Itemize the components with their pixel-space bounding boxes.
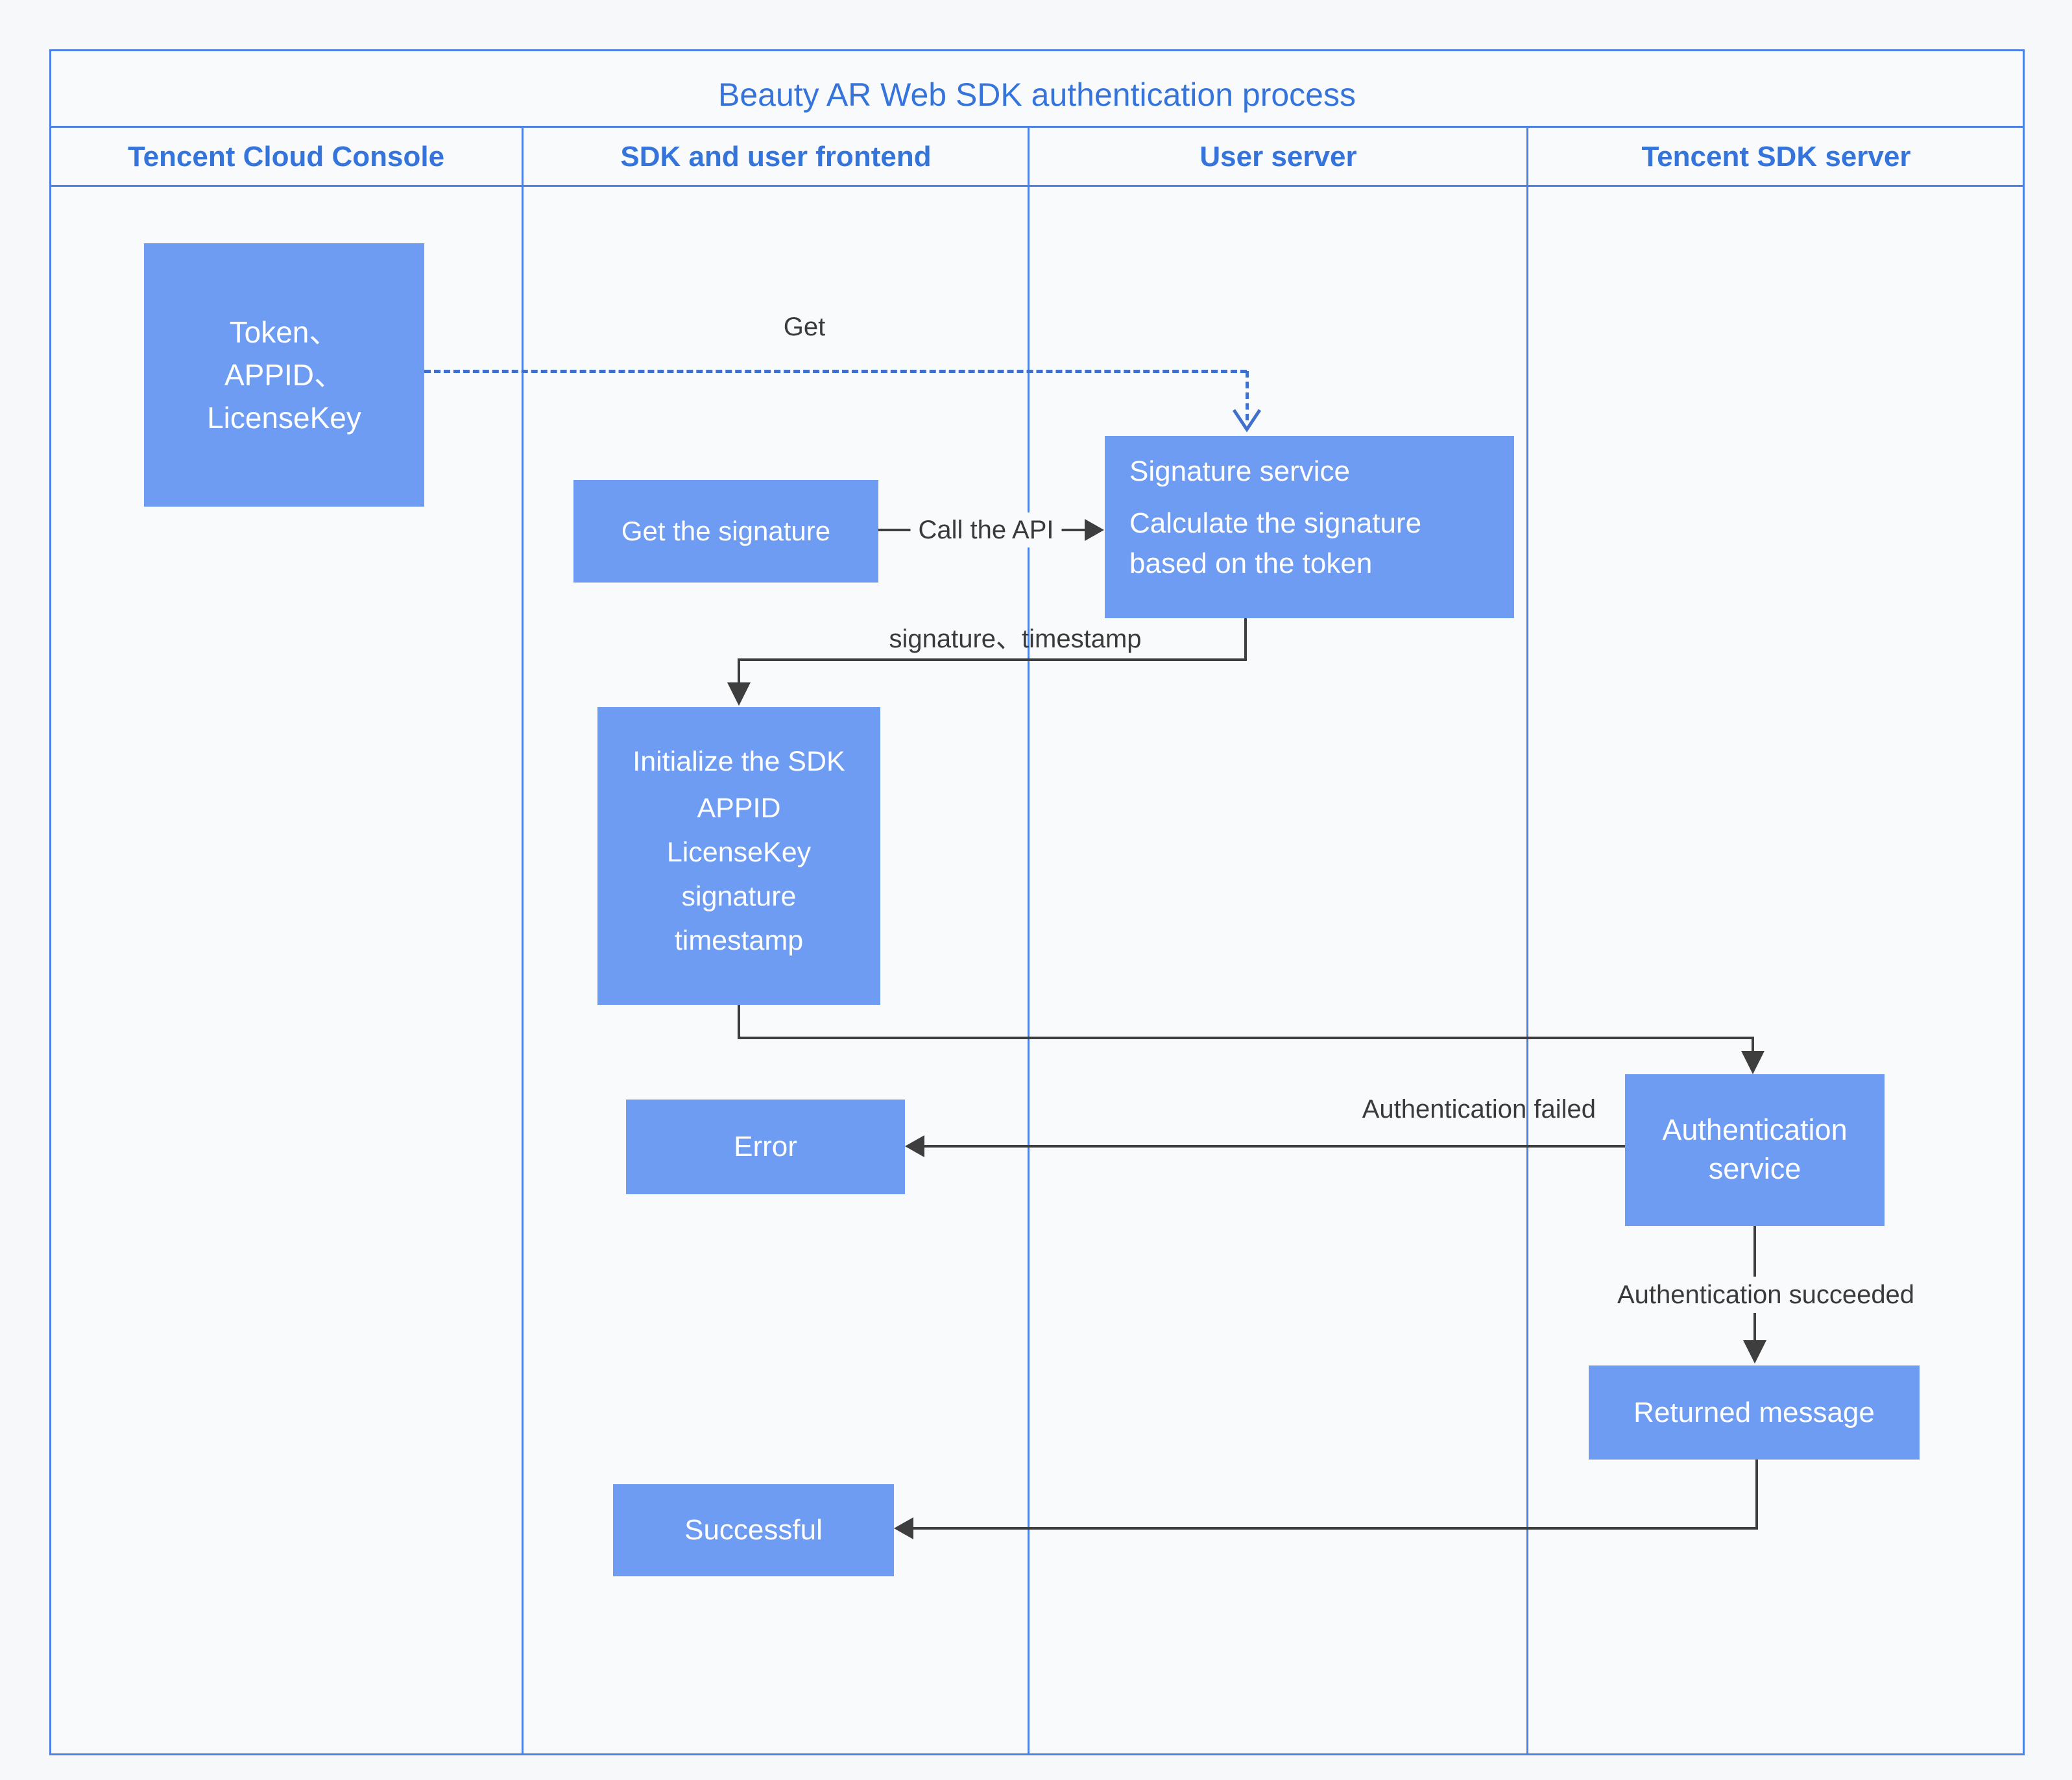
arrowhead-down-icon	[1743, 1340, 1766, 1364]
signature-service-body-line-1: Calculate the signature	[1129, 507, 1422, 539]
node-authentication-service: Authentication service	[1625, 1074, 1885, 1226]
node-returned-message: Returned message	[1589, 1365, 1920, 1460]
initialize-item-appid: APPID	[697, 793, 781, 824]
connector-auth-failed-line	[924, 1145, 1625, 1148]
connector-returned-elbow-down	[1755, 1460, 1758, 1530]
initialize-title: Initialize the SDK	[632, 746, 845, 777]
connector-signature-elbow-drop	[738, 661, 740, 684]
arrowhead-left-icon	[894, 1517, 913, 1539]
token-line-2: APPID、	[224, 358, 344, 392]
node-error: Error	[626, 1100, 905, 1194]
connector-get-dashed-vertical	[1246, 371, 1249, 420]
auth-service-line-1: Authentication	[1662, 1113, 1848, 1146]
edge-label-get: Get	[783, 313, 826, 341]
connector-get-dashed-horizontal	[424, 370, 1247, 373]
node-successful: Successful	[613, 1484, 894, 1576]
node-token-appid-licensekey: Token、 APPID、 LicenseKey	[144, 243, 424, 507]
connector-init-elbow-drop	[1752, 1039, 1754, 1053]
edge-label-signature-timestamp: signature、timestamp	[889, 625, 1142, 653]
lane-header-sdk-user-frontend: SDK and user frontend	[620, 141, 932, 173]
node-get-the-signature: Get the signature	[573, 480, 878, 583]
connector-init-elbow-horizontal	[738, 1037, 1754, 1039]
node-initialize-the-sdk: Initialize the SDK APPID LicenseKey sign…	[597, 707, 880, 1005]
initialize-item-signature: signature	[681, 881, 797, 912]
edge-label-call-api: Call the API	[910, 512, 1062, 547]
arrowhead-right-icon	[1085, 519, 1104, 541]
edge-label-auth-succeeded: Authentication succeeded	[1609, 1277, 1923, 1313]
lane-header-tencent-cloud-console: Tencent Cloud Console	[127, 141, 445, 173]
lane-divider-2	[1028, 127, 1030, 1755]
signature-service-title: Signature service	[1129, 455, 1350, 487]
token-line-1: Token、	[229, 315, 339, 349]
lane-header-user-server: User server	[1199, 141, 1357, 173]
arrowhead-down-icon	[727, 682, 751, 706]
edge-label-auth-failed: Authentication failed	[1362, 1095, 1596, 1124]
connector-signature-elbow-horizontal	[738, 658, 1247, 661]
lane-divider-1	[522, 127, 524, 1755]
connector-signature-elbow-down	[1244, 618, 1247, 661]
title-row-divider	[49, 126, 2025, 128]
signature-service-body-line-2: based on the token	[1129, 547, 1373, 579]
auth-service-line-2: service	[1708, 1152, 1801, 1185]
arrowhead-open-chevron-down-icon	[1232, 409, 1262, 433]
connector-returned-elbow-horizontal	[913, 1527, 1758, 1530]
header-row-divider	[49, 185, 2025, 187]
connector-init-elbow-down	[738, 1005, 740, 1039]
node-signature-service: Signature service Calculate the signatur…	[1105, 436, 1514, 618]
initialize-item-licensekey: LicenseKey	[666, 837, 812, 868]
lane-divider-3	[1526, 127, 1528, 1755]
diagram-title: Beauty AR Web SDK authentication process	[718, 77, 1356, 113]
initialize-item-timestamp: timestamp	[674, 925, 804, 956]
arrowhead-down-icon	[1741, 1051, 1765, 1074]
lane-header-tencent-sdk-server: Tencent SDK server	[1641, 141, 1911, 173]
token-line-3: LicenseKey	[207, 401, 361, 435]
arrowhead-left-icon	[905, 1135, 924, 1157]
